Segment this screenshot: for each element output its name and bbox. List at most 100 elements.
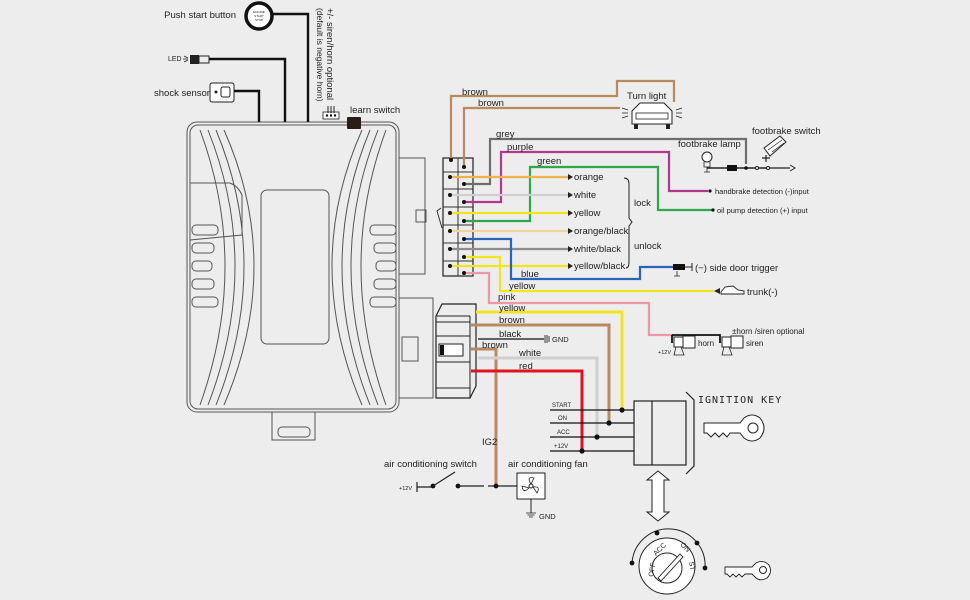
side-door-trigger-label: (−) side door trigger bbox=[695, 263, 778, 274]
module-arc bbox=[199, 129, 226, 406]
module-arc bbox=[223, 129, 255, 406]
module-socket-lower bbox=[398, 297, 434, 399]
horn-label: horn bbox=[698, 339, 714, 348]
wire-blue bbox=[465, 237, 673, 281]
grip-rib bbox=[369, 224, 397, 236]
module-tab bbox=[189, 182, 243, 241]
label-brown-2: brown bbox=[478, 98, 504, 109]
module-body bbox=[186, 121, 400, 413]
label-red: red bbox=[519, 361, 533, 372]
label-orange-black: orange/black bbox=[574, 226, 629, 237]
footbrake-lamp-label: footbrake lamp bbox=[678, 139, 741, 150]
label-white-black: white/black bbox=[573, 244, 621, 255]
led-label: LED bbox=[168, 56, 182, 63]
module-arc bbox=[331, 129, 363, 406]
control-module bbox=[186, 121, 434, 441]
label-brown-1: brown bbox=[462, 87, 488, 98]
svg-text:ENGINE: ENGINE bbox=[253, 10, 265, 14]
side-door-trigger: (−) side door trigger bbox=[673, 263, 778, 277]
module-bottom-slot bbox=[277, 426, 311, 438]
module-arc bbox=[350, 129, 379, 406]
upper-wires: brown brown grey purple green orange whi… bbox=[448, 79, 748, 337]
ignition-12v-label: +12V bbox=[554, 444, 568, 450]
label-yellow: yellow bbox=[574, 208, 601, 219]
dial-arc bbox=[631, 528, 706, 569]
learn-switch-label: learn switch bbox=[350, 105, 400, 116]
dial-st-label: ST bbox=[687, 561, 696, 572]
ignition-switch: START ON ACC +12V IGNITION KEY bbox=[550, 391, 781, 522]
label-grey: grey bbox=[496, 129, 515, 140]
label-yellow-trunk: yellow bbox=[509, 281, 536, 292]
handbrake-input-label: handbrake detection (-)input bbox=[715, 187, 810, 196]
footbrake: footbrake lamp footbrake switch handbrak… bbox=[678, 126, 821, 215]
led-wire bbox=[209, 57, 287, 122]
learn-switch[interactable]: learn switch bbox=[347, 105, 400, 129]
ground-icon bbox=[544, 335, 550, 343]
ac-ground-icon bbox=[526, 512, 536, 518]
shock-sensor-wire bbox=[234, 89, 261, 122]
trunk-label: trunk(-) bbox=[747, 287, 778, 298]
footbrake-lamp-icon bbox=[701, 151, 713, 163]
label-green: green bbox=[537, 156, 561, 167]
svg-text:START: START bbox=[254, 14, 264, 18]
grip-rib bbox=[373, 242, 397, 254]
upper-connector-pins bbox=[448, 158, 466, 275]
label-lock: lock bbox=[634, 198, 651, 209]
wire-green bbox=[465, 165, 712, 223]
wire-purple bbox=[465, 150, 708, 204]
label-purple: purple bbox=[507, 142, 533, 153]
siren-note-line2: (default is negative horn) bbox=[315, 8, 325, 102]
label-white-acc: white bbox=[518, 348, 541, 359]
key-small-icon bbox=[724, 560, 772, 581]
module-arc bbox=[215, 129, 245, 406]
ac-12v-label: +12V bbox=[399, 486, 412, 492]
module-socket-latch bbox=[401, 336, 419, 362]
grip-rib bbox=[375, 260, 397, 272]
push-start-wire bbox=[272, 12, 310, 122]
label-yellow-start: yellow bbox=[499, 303, 526, 314]
connector-clip-icon bbox=[436, 207, 443, 229]
horn-icon bbox=[673, 336, 684, 348]
module-arc bbox=[360, 129, 387, 406]
wire-pink bbox=[465, 271, 672, 337]
wire-red-12v bbox=[471, 369, 584, 451]
led-icon bbox=[190, 55, 199, 64]
turn-light-label: Turn light bbox=[627, 91, 667, 102]
grip-rib bbox=[369, 296, 397, 308]
label-unlock: unlock bbox=[634, 241, 662, 252]
double-arrow-icon bbox=[645, 470, 671, 522]
module-socket-latch bbox=[415, 209, 427, 223]
ignition-dial: OFF ACC ON ST bbox=[629, 528, 772, 595]
label-white: white bbox=[573, 190, 596, 201]
ac-fan-icon bbox=[516, 472, 546, 500]
module-arc bbox=[207, 129, 236, 406]
grip-rib bbox=[373, 278, 397, 290]
horn-12v-label: +12V bbox=[658, 350, 671, 356]
dial-key-slot bbox=[657, 553, 684, 582]
ac-gnd-label: GND bbox=[539, 512, 556, 521]
wire-brown-2 bbox=[462, 106, 620, 167]
push-start-button: ENGINE START STOP Push start button bbox=[164, 1, 310, 122]
dial-off-label: OFF bbox=[648, 562, 657, 577]
siren-icon bbox=[721, 336, 732, 348]
wire-white-acc bbox=[478, 356, 599, 437]
svg-text:STOP: STOP bbox=[255, 18, 263, 22]
lower-connector-latch bbox=[438, 343, 464, 357]
resistor-icon bbox=[727, 165, 737, 171]
learn-switch-icon[interactable] bbox=[347, 117, 361, 129]
turn-light: Turn light bbox=[621, 91, 683, 129]
push-start-icon bbox=[244, 1, 274, 31]
grip-rib bbox=[191, 260, 213, 272]
push-start-label: Push start button bbox=[164, 10, 236, 21]
wire-yellow-start bbox=[476, 310, 624, 410]
module-bottom-tab bbox=[271, 412, 316, 441]
wire-brown-ig2 bbox=[471, 347, 498, 486]
label-pink: pink bbox=[498, 292, 516, 303]
module-arc bbox=[341, 129, 371, 406]
car-front-icon bbox=[621, 102, 683, 129]
label-blue: blue bbox=[521, 269, 539, 280]
ac-switch-icon bbox=[432, 471, 456, 487]
wire-brown-on bbox=[471, 323, 611, 423]
ignition-on-label: ON bbox=[558, 416, 567, 422]
